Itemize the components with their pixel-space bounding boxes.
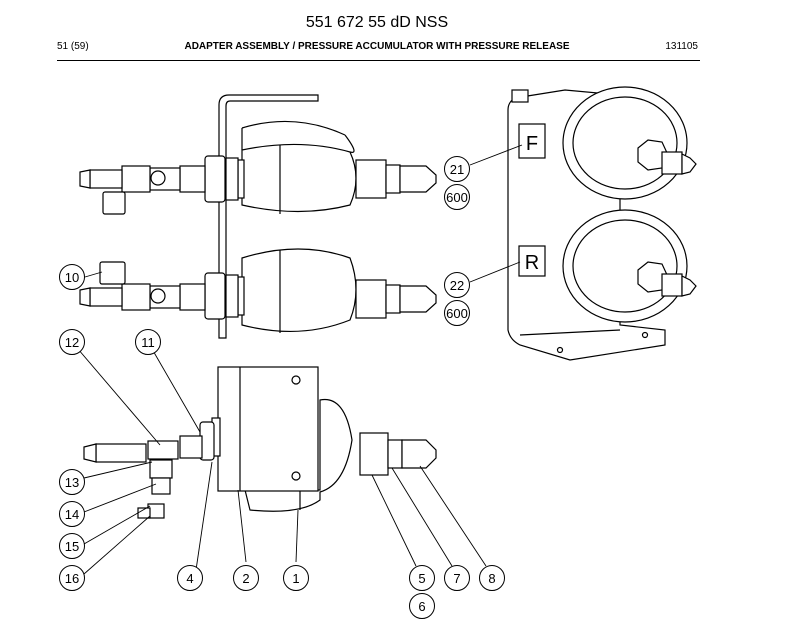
callout-16: 16 — [59, 565, 85, 591]
document-code: 131105 — [665, 41, 698, 52]
callout-14: 14 — [59, 501, 85, 527]
callout-1: 1 — [283, 565, 309, 591]
section-heading: ADAPTER ASSEMBLY / PRESSURE ACCUMULATOR … — [184, 41, 570, 52]
callout-6: 6 — [409, 593, 435, 619]
svg-text:6: 6 — [418, 599, 425, 614]
svg-text:4: 4 — [186, 571, 193, 586]
svg-text:13: 13 — [65, 475, 79, 490]
accumulator-plate-assembly — [507, 86, 697, 361]
callout-22: 22 — [444, 272, 470, 298]
callout-21: 21 — [444, 156, 470, 182]
callout-11: 11 — [135, 329, 161, 355]
leader-lines — [71, 144, 523, 575]
callouts: 21 600 22 600 10 12 11 13 14 15 16 4 2 1… — [59, 156, 505, 619]
svg-text:12: 12 — [65, 335, 79, 350]
document-title: 551 672 55 dD NSS — [305, 14, 449, 31]
callout-600-bottom: 600 — [444, 300, 470, 326]
callout-8: 8 — [479, 565, 505, 591]
header-rule — [57, 60, 700, 61]
page-number: 51 (59) — [57, 41, 89, 52]
bracket-assembly — [218, 94, 319, 339]
callout-7: 7 — [444, 565, 470, 591]
svg-text:22: 22 — [450, 278, 464, 293]
callout-600-top: 600 — [444, 184, 470, 210]
svg-text:21: 21 — [450, 162, 464, 177]
callout-10: 10 — [59, 264, 85, 290]
svg-text:15: 15 — [65, 539, 79, 554]
svg-text:1: 1 — [292, 571, 299, 586]
svg-text:7: 7 — [453, 571, 460, 586]
svg-text:10: 10 — [65, 270, 79, 285]
svg-text:16: 16 — [65, 571, 79, 586]
accumulator-with-release — [83, 366, 437, 519]
svg-text:600: 600 — [446, 190, 468, 205]
callout-2: 2 — [233, 565, 259, 591]
accumulator-bottom — [79, 248, 437, 333]
accumulator-top — [79, 120, 437, 215]
callout-4: 4 — [177, 565, 203, 591]
svg-text:5: 5 — [418, 571, 425, 586]
svg-text:14: 14 — [65, 507, 79, 522]
accumulator-label-r: R — [525, 252, 539, 274]
svg-text:8: 8 — [488, 571, 495, 586]
accumulator-label-f: F — [526, 133, 538, 155]
svg-text:11: 11 — [141, 335, 155, 350]
svg-text:600: 600 — [446, 306, 468, 321]
callout-13: 13 — [59, 469, 85, 495]
svg-text:2: 2 — [242, 571, 249, 586]
callout-12: 12 — [59, 329, 85, 355]
callout-15: 15 — [59, 533, 85, 559]
callout-5: 5 — [409, 565, 435, 591]
